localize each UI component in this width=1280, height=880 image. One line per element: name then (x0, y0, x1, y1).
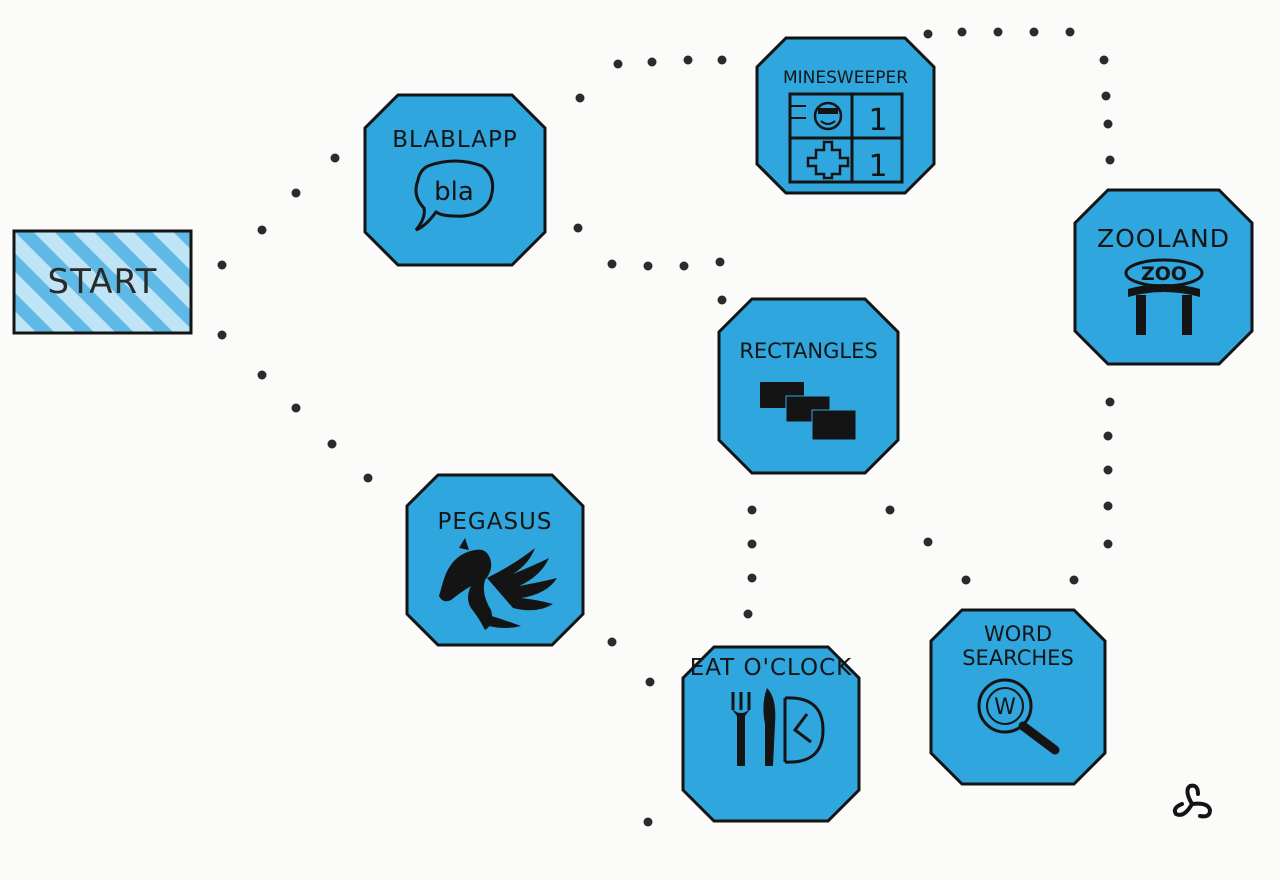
path-dot (957, 27, 967, 37)
path-dot (1103, 119, 1113, 129)
tile-blablapp[interactable]: BLABLAPP bla (362, 92, 548, 268)
path-dot (1103, 539, 1113, 549)
path-dot (747, 539, 757, 549)
path-dot (573, 223, 583, 233)
path-dot (217, 330, 227, 340)
path-dot (1103, 465, 1113, 475)
path-dot (1099, 55, 1109, 65)
tile-label: BLABLAPP (392, 127, 518, 153)
tile-label: MINESWEEPER (782, 68, 909, 88)
start-striped-box (12, 229, 193, 335)
tile-rectangles[interactable]: RECTANGLES (716, 296, 901, 476)
path-dot (1105, 155, 1115, 165)
path-dot (647, 57, 657, 67)
path-dot (679, 261, 689, 271)
start-label: START (47, 262, 158, 302)
path-dot (683, 55, 693, 65)
path-dot (327, 439, 337, 449)
path-dot (923, 537, 933, 547)
path-dot (291, 188, 301, 198)
tile-label: WORD SEARCHES (962, 622, 1074, 670)
path-dot (575, 93, 585, 103)
speech-bubble-text: bla (434, 177, 474, 207)
path-dot (747, 573, 757, 583)
zoo-gate-icon: ZOO (1124, 258, 1203, 335)
tile-octagon (929, 608, 1107, 786)
path-dot (717, 55, 727, 65)
path-dot (645, 677, 655, 687)
tile-eat-oclock[interactable]: EAT O'CLOCK (680, 644, 862, 824)
path-dot (643, 817, 653, 827)
path-dot (717, 295, 727, 305)
path-dot (747, 505, 757, 515)
minesweeper-digit-bottom: 1 (868, 149, 887, 184)
fork-knife-clock-icon (731, 687, 825, 766)
tile-label: RECTANGLES (739, 339, 878, 363)
tile-octagon (363, 93, 547, 267)
speech-bubble-icon: bla (414, 159, 495, 232)
zoo-gate-text: ZOO (1140, 263, 1186, 285)
path-dot (961, 575, 971, 585)
path-dot (257, 225, 267, 235)
magnifier-letter: W (994, 695, 1016, 720)
path-dot (1029, 27, 1039, 37)
tile-octagon (1073, 188, 1254, 366)
magnifier-w-icon: W (977, 678, 1060, 755)
path-dot (363, 473, 373, 483)
tile-minesweeper[interactable]: MINESWEEPER 1 1 (754, 35, 937, 196)
tile-zooland[interactable]: ZOOLAND ZOO (1072, 187, 1255, 367)
path-dot (715, 257, 725, 267)
path-dot (743, 609, 753, 619)
stacked-rectangles-icon (759, 381, 856, 441)
path-dot (217, 260, 227, 270)
path-dot (1069, 575, 1079, 585)
tile-word-searches[interactable]: WORD SEARCHES W (928, 607, 1108, 787)
tile-label: ZOOLAND (1096, 224, 1231, 253)
tile-label: EAT O'CLOCK (689, 655, 853, 681)
path-dot (643, 261, 653, 271)
start-node[interactable]: START (12, 229, 193, 335)
path-dot (330, 153, 340, 163)
spiral-logo-icon (1172, 783, 1213, 819)
path-dot (923, 29, 933, 39)
tile-pegasus[interactable]: PEGASUS (404, 472, 586, 648)
pegasus-icon (439, 537, 557, 630)
path-dot (607, 259, 617, 269)
path-dot (1103, 431, 1113, 441)
path-dot (1103, 501, 1113, 511)
path-dot (607, 637, 617, 647)
path-dot (1101, 91, 1111, 101)
path-dot (1065, 27, 1075, 37)
path-dot (291, 403, 301, 413)
tile-label: PEGASUS (437, 509, 553, 535)
minesweeper-digit-top: 1 (868, 103, 887, 138)
path-dot (885, 505, 895, 515)
path-dot (993, 27, 1003, 37)
path-dot (257, 370, 267, 380)
path-dot (613, 59, 623, 69)
minesweeper-grid-icon: 1 1 (788, 92, 903, 184)
path-dot (1105, 397, 1115, 407)
tile-octagon (755, 36, 936, 195)
